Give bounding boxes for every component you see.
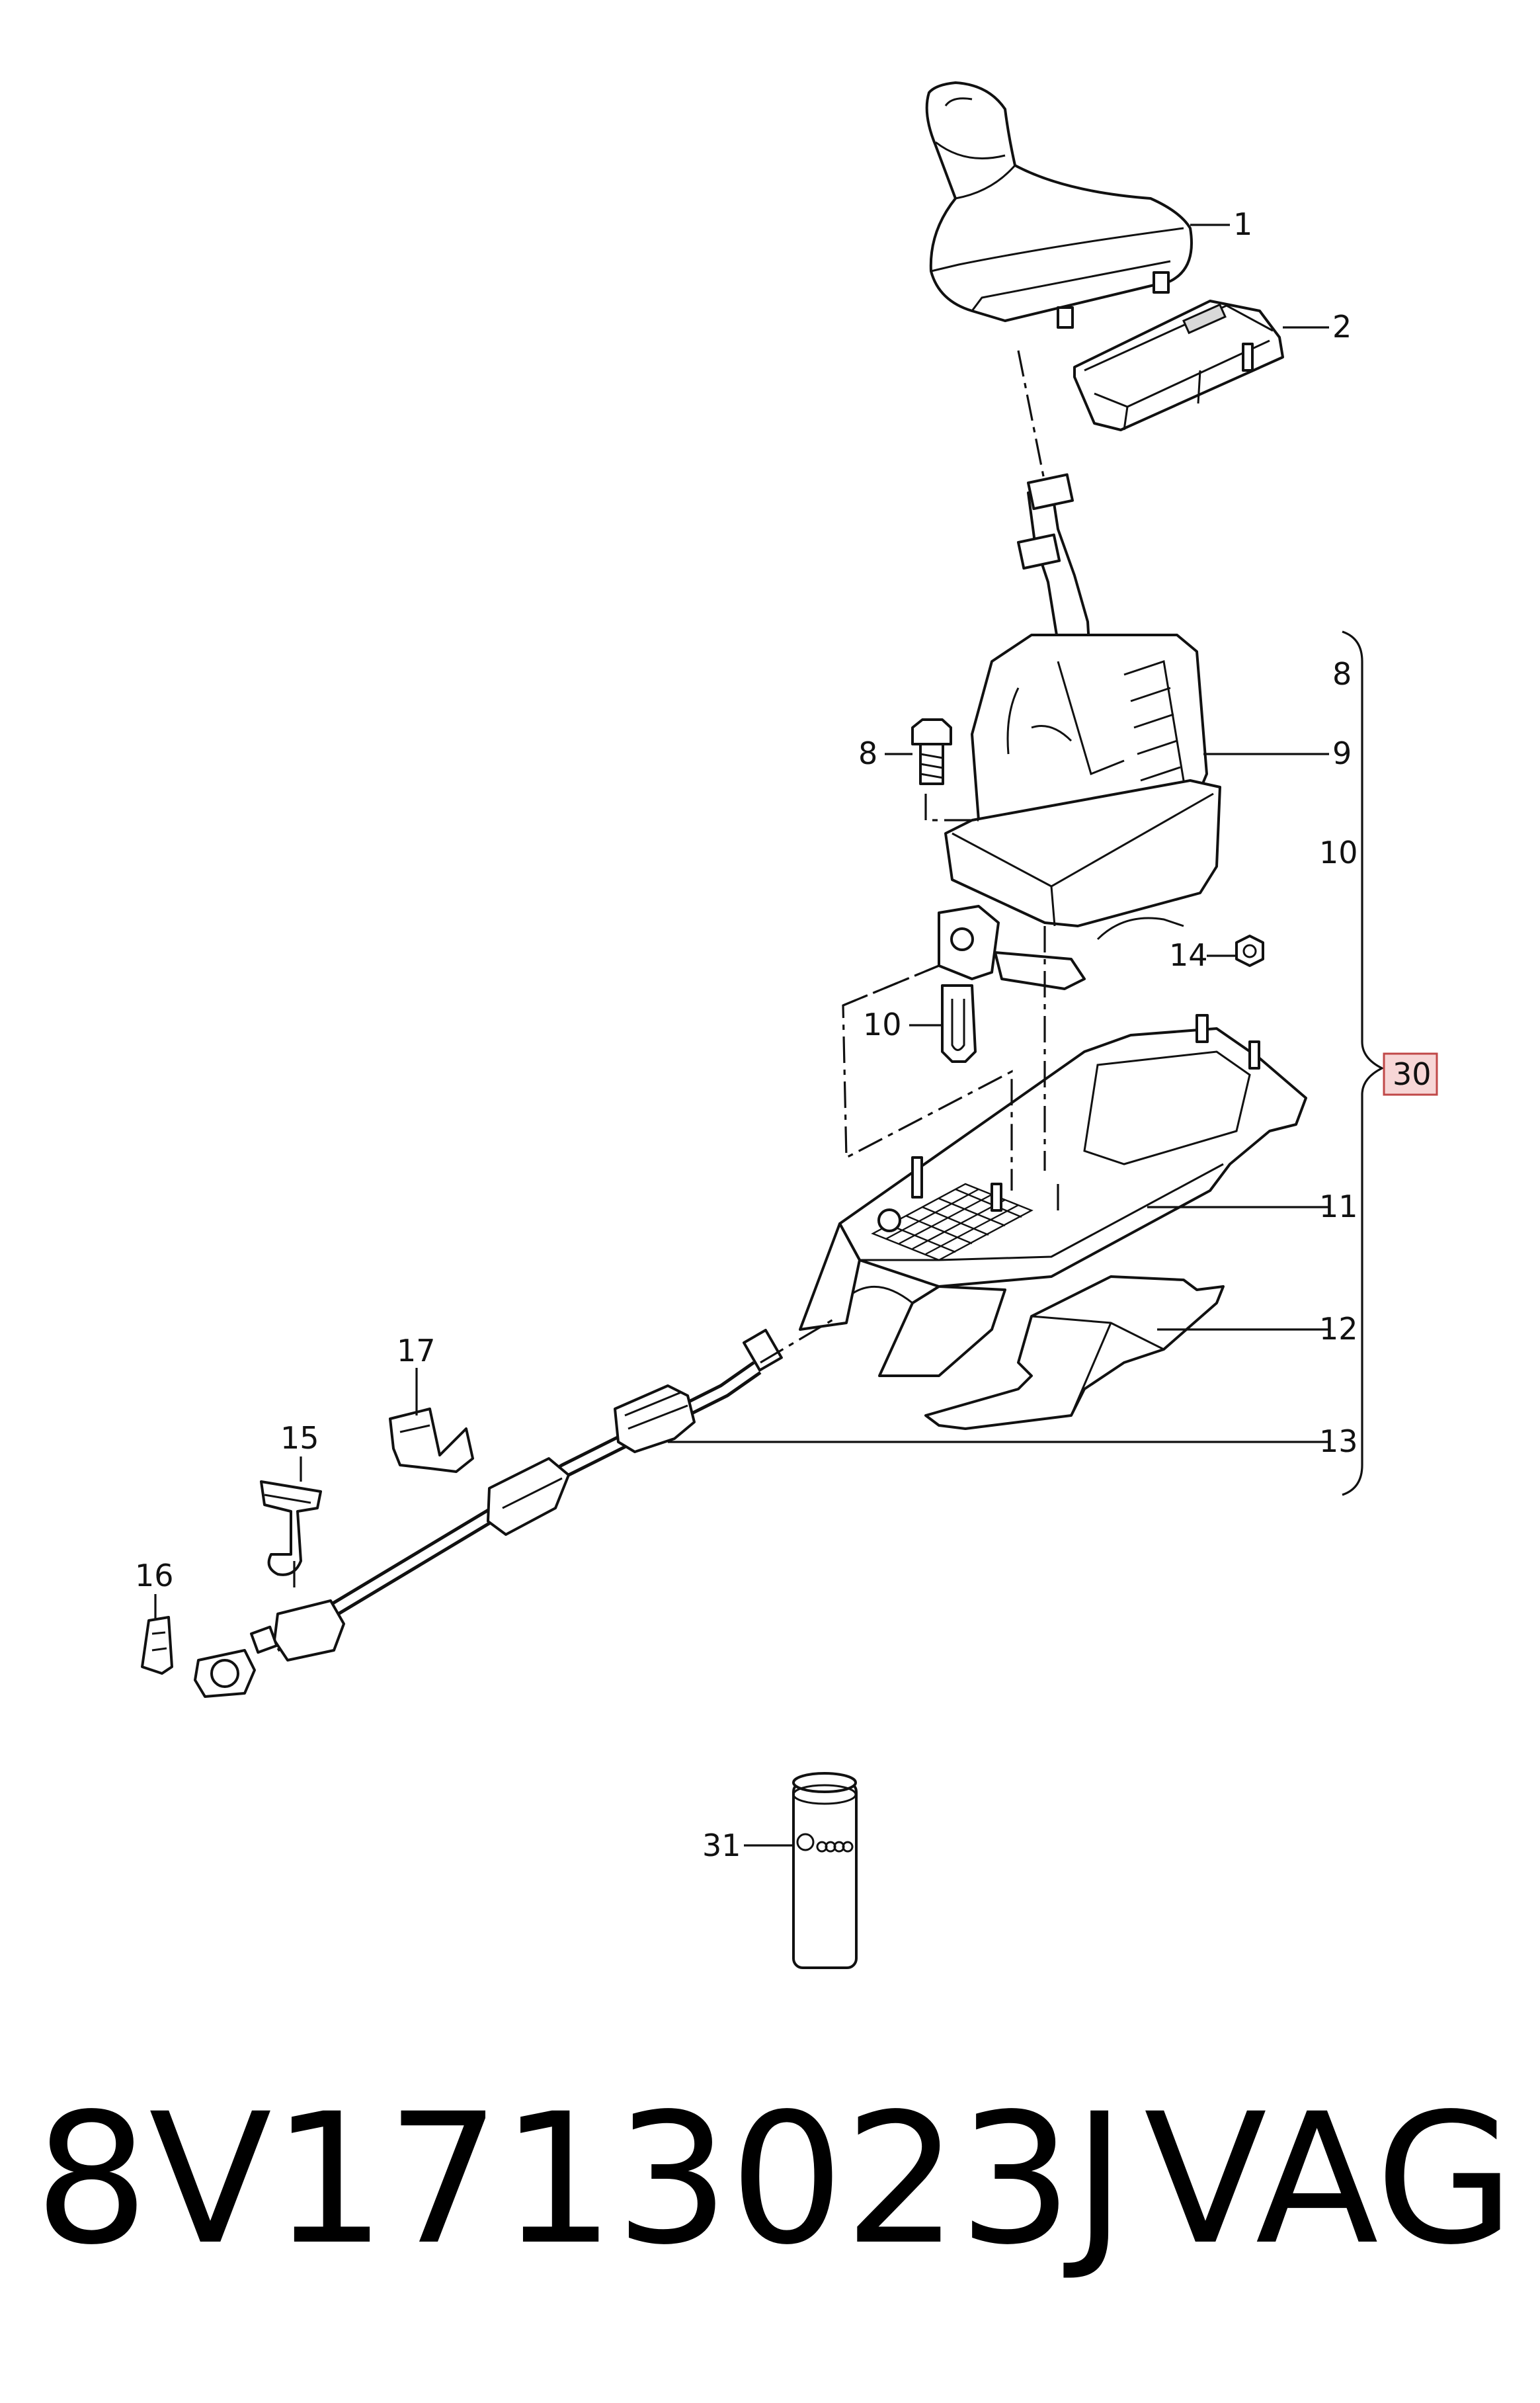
callout-1: 1 xyxy=(1233,206,1252,242)
bolt-illustration xyxy=(911,718,952,785)
gear-selector-housing-illustration xyxy=(938,473,1221,990)
retaining-clip-illustration xyxy=(941,984,977,1063)
shift-cable-illustration xyxy=(194,1329,783,1698)
callout-10-left: 10 xyxy=(863,1007,902,1042)
callout-16: 16 xyxy=(135,1558,174,1593)
callout-15: 15 xyxy=(280,1420,319,1456)
nut-illustration xyxy=(1235,935,1264,967)
brand-name: VAG xyxy=(1144,2076,1515,2285)
callout-10-right: 10 xyxy=(1319,835,1358,870)
part-number: 8V1713023J xyxy=(34,2076,1126,2285)
callout-2: 2 xyxy=(1332,309,1352,345)
assembly-bracket-30 xyxy=(1342,630,1438,1496)
callout-30-highlight xyxy=(1383,1052,1438,1096)
base-tray-illustration xyxy=(799,1014,1307,1377)
callout-14: 14 xyxy=(1169,937,1208,973)
gear-indicator-panel-illustration xyxy=(1073,300,1284,431)
shift-knob-boot-illustration xyxy=(925,81,1193,329)
callout-31: 31 xyxy=(702,1828,741,1863)
grease-tube-illustration xyxy=(792,1772,858,1969)
callout-30: 30 xyxy=(1393,1056,1432,1092)
callout-13: 13 xyxy=(1319,1423,1358,1459)
tray-grid xyxy=(871,1183,1033,1261)
callout-9: 9 xyxy=(1332,736,1352,771)
callout-12: 12 xyxy=(1319,1311,1358,1347)
callout-17: 17 xyxy=(397,1333,436,1369)
bracket-17-illustration xyxy=(389,1408,474,1473)
cable-clip-16-illustration xyxy=(141,1616,173,1675)
heat-shield-illustration xyxy=(924,1275,1225,1430)
cable-clip-15-illustration xyxy=(260,1480,322,1576)
callout-labels: 1 2 8 8 9 10 10 11 12 13 14 15 16 17 30 … xyxy=(135,206,1432,1863)
callout-8-right: 8 xyxy=(1332,656,1352,692)
leader-lines xyxy=(154,224,1329,1847)
callout-8-left: 8 xyxy=(858,736,877,771)
callout-11: 11 xyxy=(1319,1189,1358,1224)
